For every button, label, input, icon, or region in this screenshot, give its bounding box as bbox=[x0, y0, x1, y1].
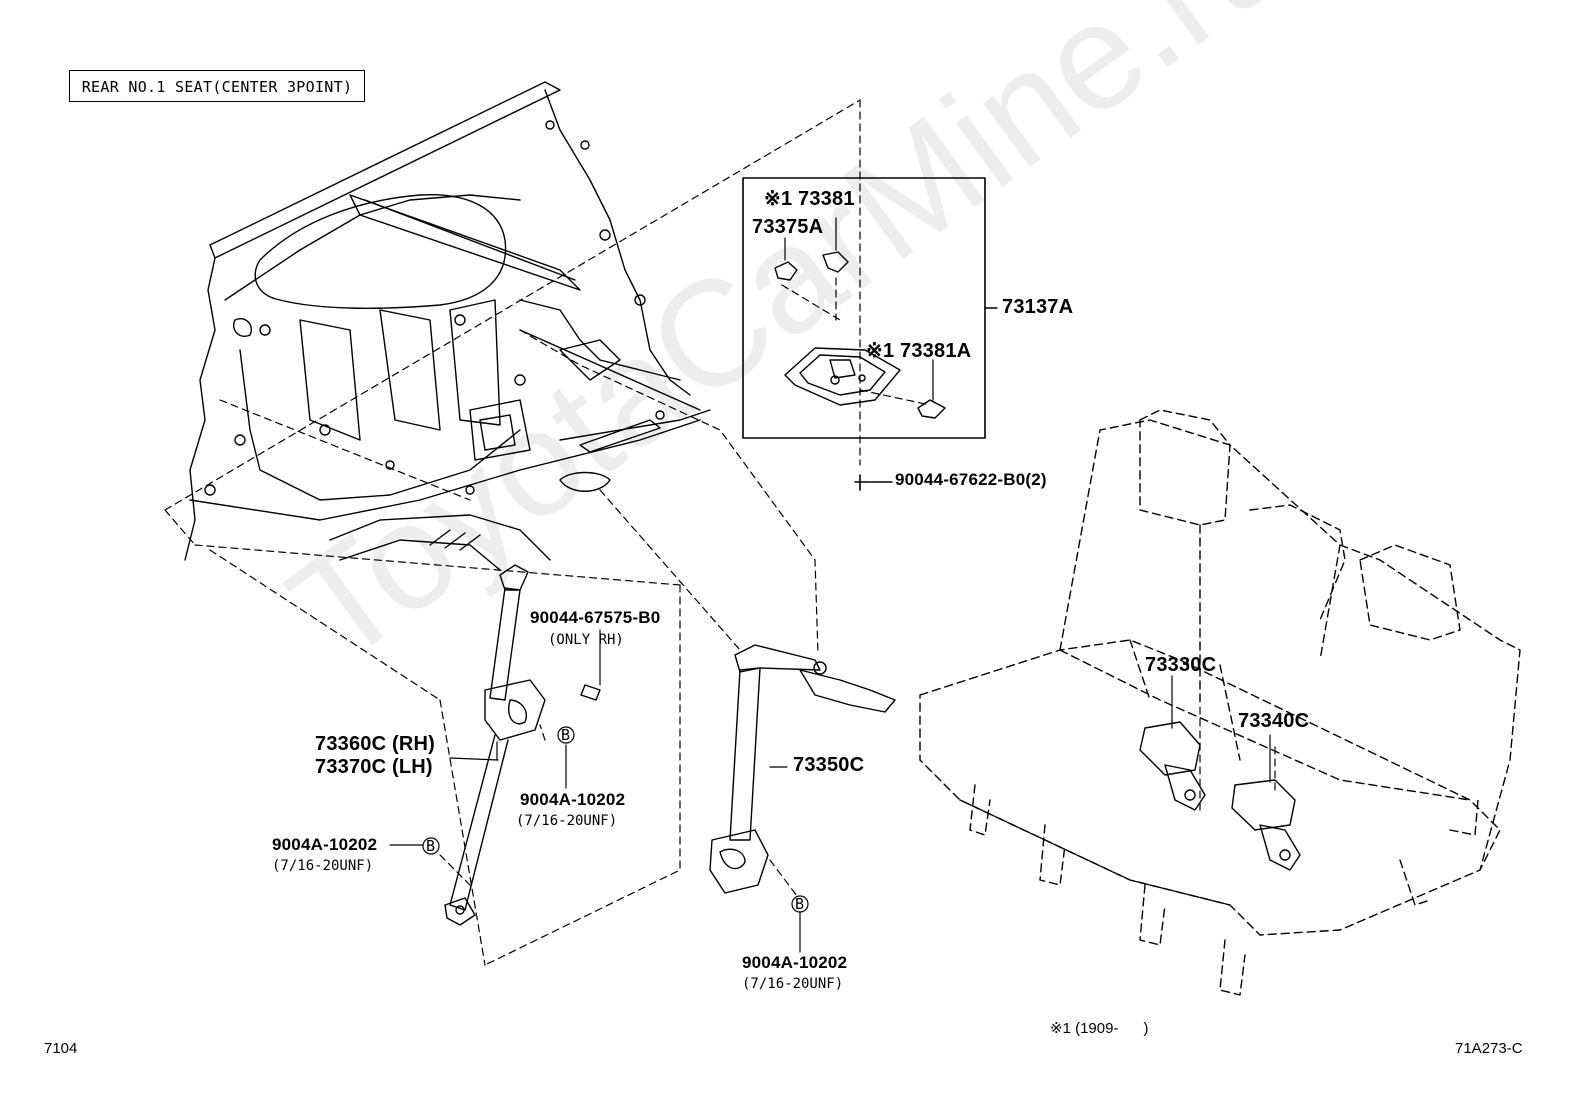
leader-lines bbox=[389, 217, 1271, 953]
body-structure-drawing bbox=[184, 81, 711, 571]
part-label-9004a-10202[interactable]: 9004A-10202 bbox=[272, 835, 378, 854]
part-note-only-rh: (ONLY RH) bbox=[548, 632, 624, 648]
section-title: REAR NO.1 SEAT(CENTER 3POINT) bbox=[69, 70, 365, 102]
buckles-drawing bbox=[1139, 721, 1301, 871]
bolt-callouts bbox=[422, 726, 809, 913]
center-belt-drawing bbox=[709, 644, 896, 894]
part-label-73370c[interactable]: 73370C (LH) bbox=[315, 756, 433, 778]
bolt-marker-b: B bbox=[426, 837, 436, 855]
bolt-callout-circle bbox=[557, 726, 575, 744]
part-label-73340c[interactable]: 73340C bbox=[1238, 710, 1310, 732]
part-label-73381a[interactable]: ※1 73381A bbox=[866, 340, 972, 362]
part-note-thread: (7/16-20UNF) bbox=[272, 858, 374, 874]
footnote: ※1 (1909- ) bbox=[1050, 1020, 1149, 1037]
outer-belt-drawing bbox=[444, 564, 601, 926]
bolt-marker-b: B bbox=[795, 895, 805, 913]
diagram-code: 71A273-C bbox=[1455, 1040, 1523, 1057]
bolt-marker-b: B bbox=[561, 726, 571, 744]
part-label-73330c[interactable]: 73330C bbox=[1145, 654, 1217, 676]
part-label-73350c[interactable]: 73350C bbox=[793, 754, 865, 776]
bolt-callout-circle bbox=[791, 895, 809, 913]
phantom-lines bbox=[164, 99, 1276, 966]
part-label-73360c[interactable]: 73360C (RH) bbox=[315, 733, 436, 755]
part-label-9004a-10202[interactable]: 9004A-10202 bbox=[742, 953, 848, 972]
part-label-90044-67575[interactable]: 90044-67575-B0 bbox=[530, 608, 661, 627]
page-code: 7104 bbox=[44, 1040, 78, 1057]
part-note-thread: (7/16-20UNF) bbox=[742, 976, 844, 992]
part-label-9004a-10202[interactable]: 9004A-10202 bbox=[520, 790, 626, 809]
part-label-73375a[interactable]: 73375A bbox=[752, 216, 824, 238]
seat-assembly-drawing bbox=[919, 409, 1521, 996]
part-label-73137a[interactable]: 73137A bbox=[1002, 296, 1074, 318]
bolt-callout-circle bbox=[422, 837, 440, 855]
part-label-90044-67622[interactable]: 90044-67622-B0(2) bbox=[895, 470, 1047, 489]
part-note-thread: (7/16-20UNF) bbox=[516, 813, 618, 829]
anchor-cover-drawing bbox=[774, 251, 946, 419]
part-label-73381[interactable]: ※1 73381 bbox=[764, 188, 855, 210]
